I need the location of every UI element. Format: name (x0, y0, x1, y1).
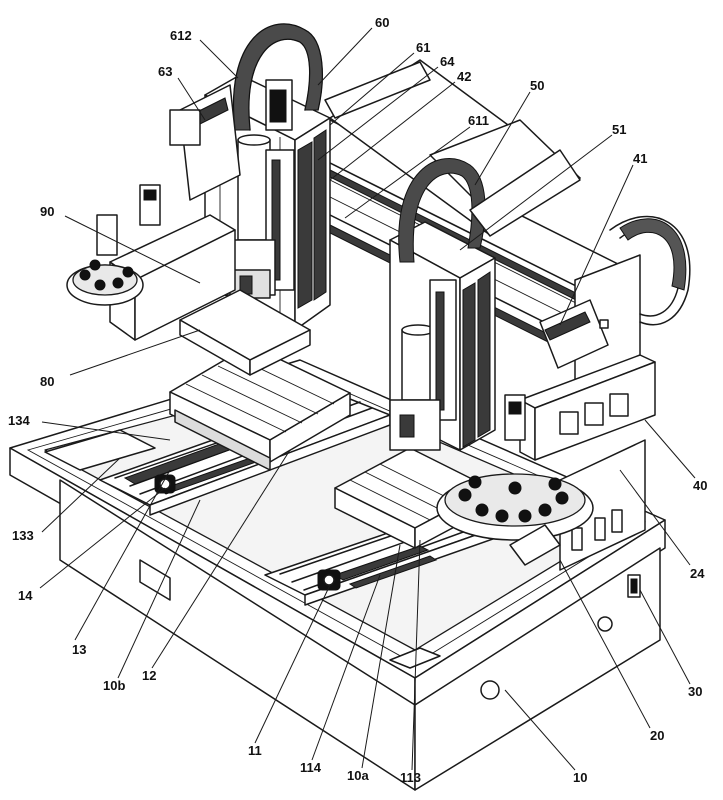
label-80: 80 (40, 374, 54, 389)
label-10: 10 (573, 770, 587, 785)
label-134: 134 (8, 413, 30, 428)
label-41: 41 (633, 151, 647, 166)
label-113: 113 (400, 770, 421, 785)
label-10a: 10a (347, 768, 369, 783)
label-50: 50 (530, 78, 544, 93)
label-133: 133 (12, 528, 34, 543)
label-11: 11 (248, 743, 262, 758)
label-40: 40 (693, 478, 707, 493)
label-114: 114 (300, 760, 322, 775)
label-61: 61 (416, 40, 430, 55)
label-20: 20 (650, 728, 664, 743)
label-10b: 10b (103, 678, 125, 693)
label-14: 14 (18, 588, 33, 603)
label-42: 42 (457, 69, 471, 84)
label-51: 51 (612, 122, 626, 137)
label-612: 612 (170, 28, 192, 43)
label-12: 12 (142, 668, 156, 683)
label-30: 30 (688, 684, 702, 699)
label-13: 13 (72, 642, 86, 657)
label-60: 60 (375, 15, 389, 30)
label-63: 63 (158, 64, 172, 79)
label-90: 90 (40, 204, 54, 219)
label-64: 64 (440, 54, 455, 69)
label-611: 611 (468, 113, 489, 128)
label-24: 24 (690, 566, 705, 581)
